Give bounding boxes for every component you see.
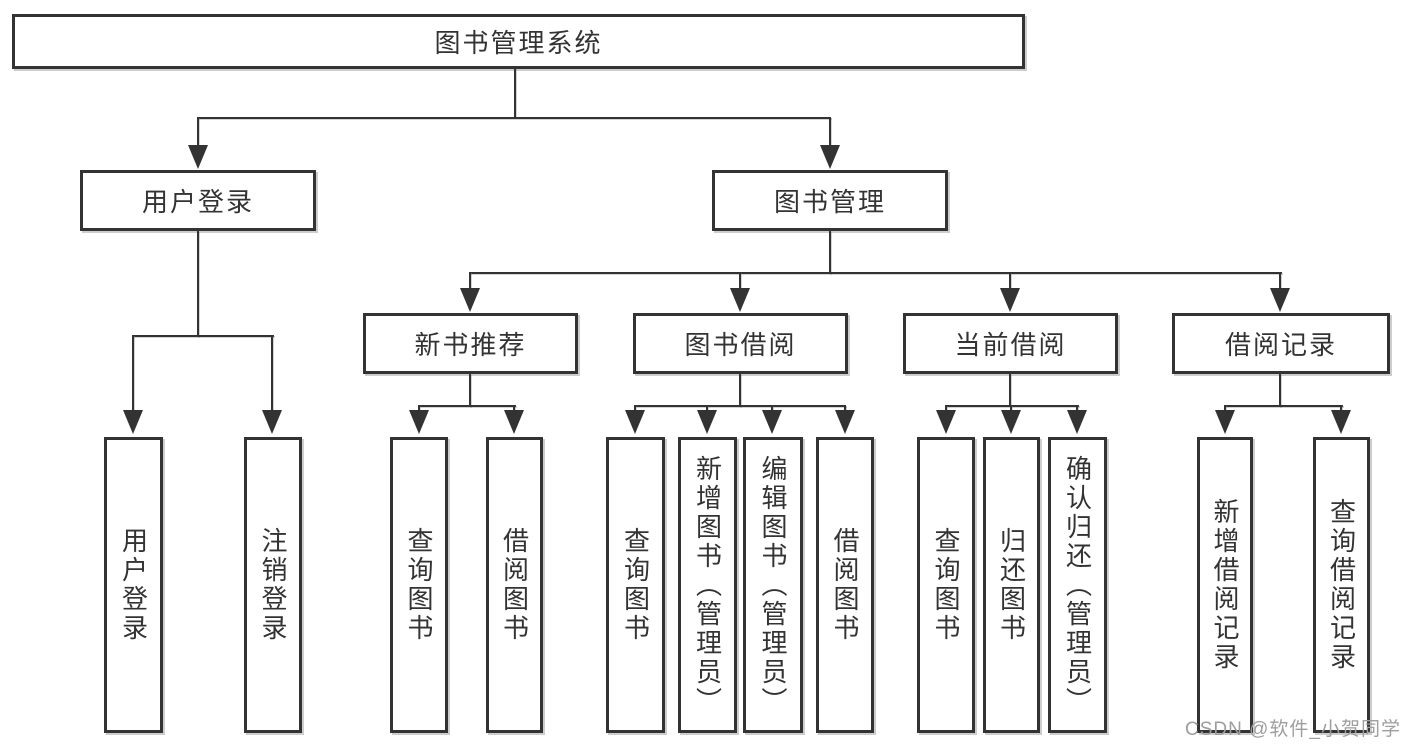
node-nbr-borrow-books: 借阅图书	[486, 437, 543, 733]
node-cb-return-books: 归还图书	[983, 437, 1040, 733]
node-login: 用户登录	[104, 437, 163, 733]
arrow-down-icon	[409, 410, 429, 434]
connector-line	[132, 335, 134, 415]
connector-line	[132, 335, 274, 337]
connector-line	[1279, 272, 1281, 290]
arrow-down-icon	[1000, 288, 1020, 312]
connector-line	[514, 68, 516, 117]
arrow-down-icon	[460, 288, 480, 312]
node-bb-add-books: 新增图书（管理员）	[678, 437, 737, 733]
connector-line	[271, 335, 273, 415]
connector-line	[418, 405, 420, 414]
connector-line	[771, 405, 773, 414]
connector-line	[1009, 272, 1011, 290]
arrow-down-icon	[1215, 410, 1235, 434]
node-nbr-query-books: 查询图书	[390, 437, 448, 733]
connector-line	[634, 405, 636, 414]
arrow-down-icon	[936, 410, 956, 434]
node-book-management: 图书管理	[712, 170, 948, 231]
arrow-down-icon	[1067, 410, 1087, 434]
connector-line	[469, 272, 471, 290]
connector-line	[197, 231, 199, 337]
node-new-book-recommend: 新书推荐	[363, 313, 578, 374]
watermark: CSDN @软件_小贺同学	[1185, 719, 1401, 740]
node-root: 图书管理系统	[12, 14, 1025, 69]
node-br-add-record: 新增借阅记录	[1197, 437, 1253, 733]
connector-line	[197, 117, 831, 119]
arrow-down-icon	[625, 410, 645, 434]
node-br-query-record: 查询借阅记录	[1313, 437, 1370, 733]
node-logout: 注销登录	[244, 437, 302, 733]
arrow-down-icon	[762, 410, 782, 434]
arrow-down-icon	[123, 410, 143, 434]
connector-line	[513, 405, 515, 414]
connector-line	[1224, 405, 1226, 414]
connector-line	[469, 272, 1282, 274]
node-current-borrowing: 当前借阅	[903, 313, 1118, 374]
node-book-borrowing: 图书借阅	[633, 313, 848, 374]
connector-line	[1279, 374, 1281, 407]
arrow-down-icon	[697, 410, 717, 434]
connector-line	[1340, 405, 1342, 414]
arrow-down-icon	[1001, 410, 1021, 434]
connector-line	[1224, 405, 1343, 407]
connector-line	[469, 374, 471, 407]
arrow-down-icon	[835, 410, 855, 434]
connector-line	[829, 117, 831, 147]
connector-line	[945, 405, 1079, 407]
node-borrowing-records: 借阅记录	[1172, 313, 1390, 374]
arrow-down-icon	[188, 145, 208, 169]
node-bb-query-books: 查询图书	[606, 437, 665, 733]
connector-line	[634, 405, 846, 407]
node-user-login: 用户登录	[80, 170, 316, 231]
arrow-down-icon	[504, 410, 524, 434]
connector-line	[1010, 405, 1012, 414]
connector-line	[844, 405, 846, 414]
connector-line	[418, 405, 516, 407]
arrow-down-icon	[1331, 410, 1351, 434]
connector-line	[739, 272, 741, 290]
connector-line	[1076, 405, 1078, 414]
connector-line	[1009, 374, 1011, 407]
connector-line	[739, 374, 741, 407]
arrow-down-icon	[262, 410, 282, 434]
node-bb-borrow-books: 借阅图书	[816, 437, 874, 733]
connector-line	[197, 117, 199, 147]
node-cb-query-books: 查询图书	[917, 437, 975, 733]
arrow-down-icon	[1270, 288, 1290, 312]
node-bb-edit-books: 编辑图书（管理员）	[743, 437, 803, 733]
arrow-down-icon	[730, 288, 750, 312]
connector-line	[706, 405, 708, 414]
connector-line	[829, 231, 831, 274]
node-cb-confirm-return: 确认归还（管理员）	[1048, 437, 1107, 733]
arrow-down-icon	[820, 145, 840, 169]
connector-line	[945, 405, 947, 414]
